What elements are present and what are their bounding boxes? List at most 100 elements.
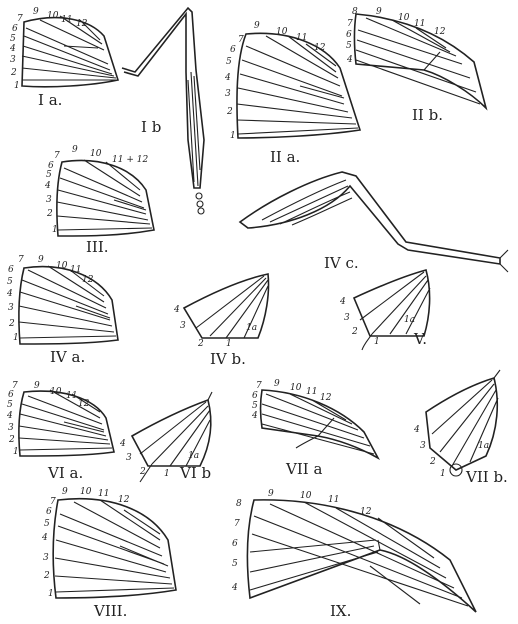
vein-number: 4 (251, 411, 258, 421)
vein-number: 9 (274, 379, 280, 389)
veins (19, 266, 116, 338)
vein-number: 7 (17, 14, 23, 24)
vein-number: 9 (72, 145, 78, 155)
figure-IVa: 1 2 3 4 5 6 7 9 10 11 12 IV a. (6, 255, 118, 366)
vein-number: 3 (8, 303, 14, 313)
vein-number: 9 (34, 381, 40, 391)
vein-number: 5 (346, 41, 352, 51)
figure-IIa: 1 2 3 4 5 6 7 9 10 11 12 II a. (224, 21, 360, 166)
vein-number: 5 (252, 401, 258, 411)
figure-Ia: 1 2 3 4 5 6 7 9 10 11 12 I a. (9, 7, 118, 109)
vein-number: 2 (43, 571, 50, 581)
figure-caption: VII b. (465, 468, 508, 486)
vein-number: 6 (46, 507, 52, 517)
vein-number: 1 (226, 339, 232, 349)
figure-caption: II a. (270, 148, 300, 166)
vein-number: 4 (173, 305, 180, 315)
vein-number: 12 (320, 393, 332, 403)
vein-number: 4 (231, 583, 238, 593)
figure-caption: IV c. (324, 254, 359, 272)
vein-number: 4 (224, 73, 231, 83)
veins (356, 18, 480, 104)
vein-number: 1 (14, 81, 20, 91)
figure-caption: VIII. (93, 602, 127, 620)
vein-number: 7 (12, 381, 18, 391)
vein-number: 1a (246, 323, 257, 333)
vein-number: 3 (10, 55, 16, 65)
vein-number: 1 (440, 469, 446, 479)
vein-number: 7 (256, 381, 262, 391)
vein-number: 1 (13, 447, 19, 457)
vein-number: 11 (98, 489, 109, 499)
vein-number: 6 (48, 161, 54, 171)
vein-number: 4 (6, 289, 13, 299)
figure-VIII: 1 2 3 4 5 6 7 9 10 11 12 VIII. (41, 487, 176, 620)
vein-number: 2 (10, 68, 17, 78)
vein-number: 4 (41, 533, 48, 543)
vein-number: 12 (118, 495, 130, 505)
figure-caption: IV a. (50, 348, 85, 366)
vein-number: 4 (413, 425, 420, 435)
vein-number: 7 (54, 151, 60, 161)
vein-number: 10 (90, 149, 102, 159)
vein-number: 10 (398, 13, 410, 23)
vein-number: 5 (7, 277, 13, 287)
vein-number: 11 + 12 (112, 155, 148, 165)
vein-number: 11 (66, 391, 77, 401)
vein-number: 4 (119, 439, 126, 449)
figure-caption: IX. (330, 602, 351, 620)
vein-number: 2 (226, 107, 233, 117)
vein-number: 3 (344, 313, 350, 323)
vein-number: 5 (232, 559, 238, 569)
vein-number: 1a (404, 315, 415, 325)
vein-number: 6 (230, 45, 236, 55)
figure-VIb: 4 3 2 1 1a VI b (119, 392, 212, 482)
vein-number: 2 (8, 435, 15, 445)
vein-number: 11 (61, 15, 72, 25)
vein-number: 6 (252, 391, 258, 401)
vein-number: 9 (62, 487, 68, 497)
vein-number: 3 (8, 423, 14, 433)
figure-IVb: 4 3 2 1 1a IV b. (173, 274, 269, 368)
figure-IX: 4 5 6 7 8 9 10 11 12 IX. (231, 489, 476, 620)
vein-number: 7 (347, 19, 353, 29)
veins (262, 394, 374, 454)
vein-number: 12 (314, 43, 326, 53)
figure-caption: VI b (179, 464, 211, 482)
vein-number: 12 (78, 399, 90, 409)
vein-number: 2 (139, 467, 146, 477)
vein-number: 2 (46, 209, 53, 219)
vein-number: 12 (82, 275, 94, 285)
hair-fringe (262, 180, 352, 225)
claw (500, 264, 508, 272)
vein-number: 6 (232, 539, 238, 549)
vein-number: 5 (226, 57, 232, 67)
figure-V: 4 3 2 1 1a V. (339, 270, 430, 350)
vein-number: 2 (351, 327, 358, 337)
vein-number: 4 (44, 181, 51, 191)
veins (57, 160, 152, 230)
vein-number: 7 (50, 497, 56, 507)
vein-number: 10 (276, 27, 288, 37)
vein-number: 4 (339, 297, 346, 307)
vein-number: 1 (13, 333, 19, 343)
figure-caption: III. (86, 238, 109, 256)
vein-number: 10 (290, 383, 302, 393)
figure-IVc: IV c. (240, 172, 508, 272)
vein-number: 11 (306, 387, 317, 397)
vein-number: 6 (346, 30, 352, 40)
wing-outline (354, 270, 430, 336)
vein-number: 6 (12, 24, 18, 34)
vein-number: 9 (376, 7, 382, 17)
vein-number: 9 (268, 489, 274, 499)
vein-number: 11 (414, 19, 425, 29)
vein-number: 9 (33, 7, 39, 17)
vein-number: 2 (8, 319, 15, 329)
figure-VIIb: 4 3 2 1 1a VII b. (413, 370, 508, 486)
figure-caption: II b. (412, 106, 443, 124)
veins (22, 16, 116, 80)
figure-caption: V. (413, 330, 427, 348)
figure-IIb: 4 5 6 7 8 9 10 11 12 II b. (346, 7, 486, 124)
vein-number: 12 (434, 27, 446, 37)
vein-number: 2 (197, 339, 204, 349)
